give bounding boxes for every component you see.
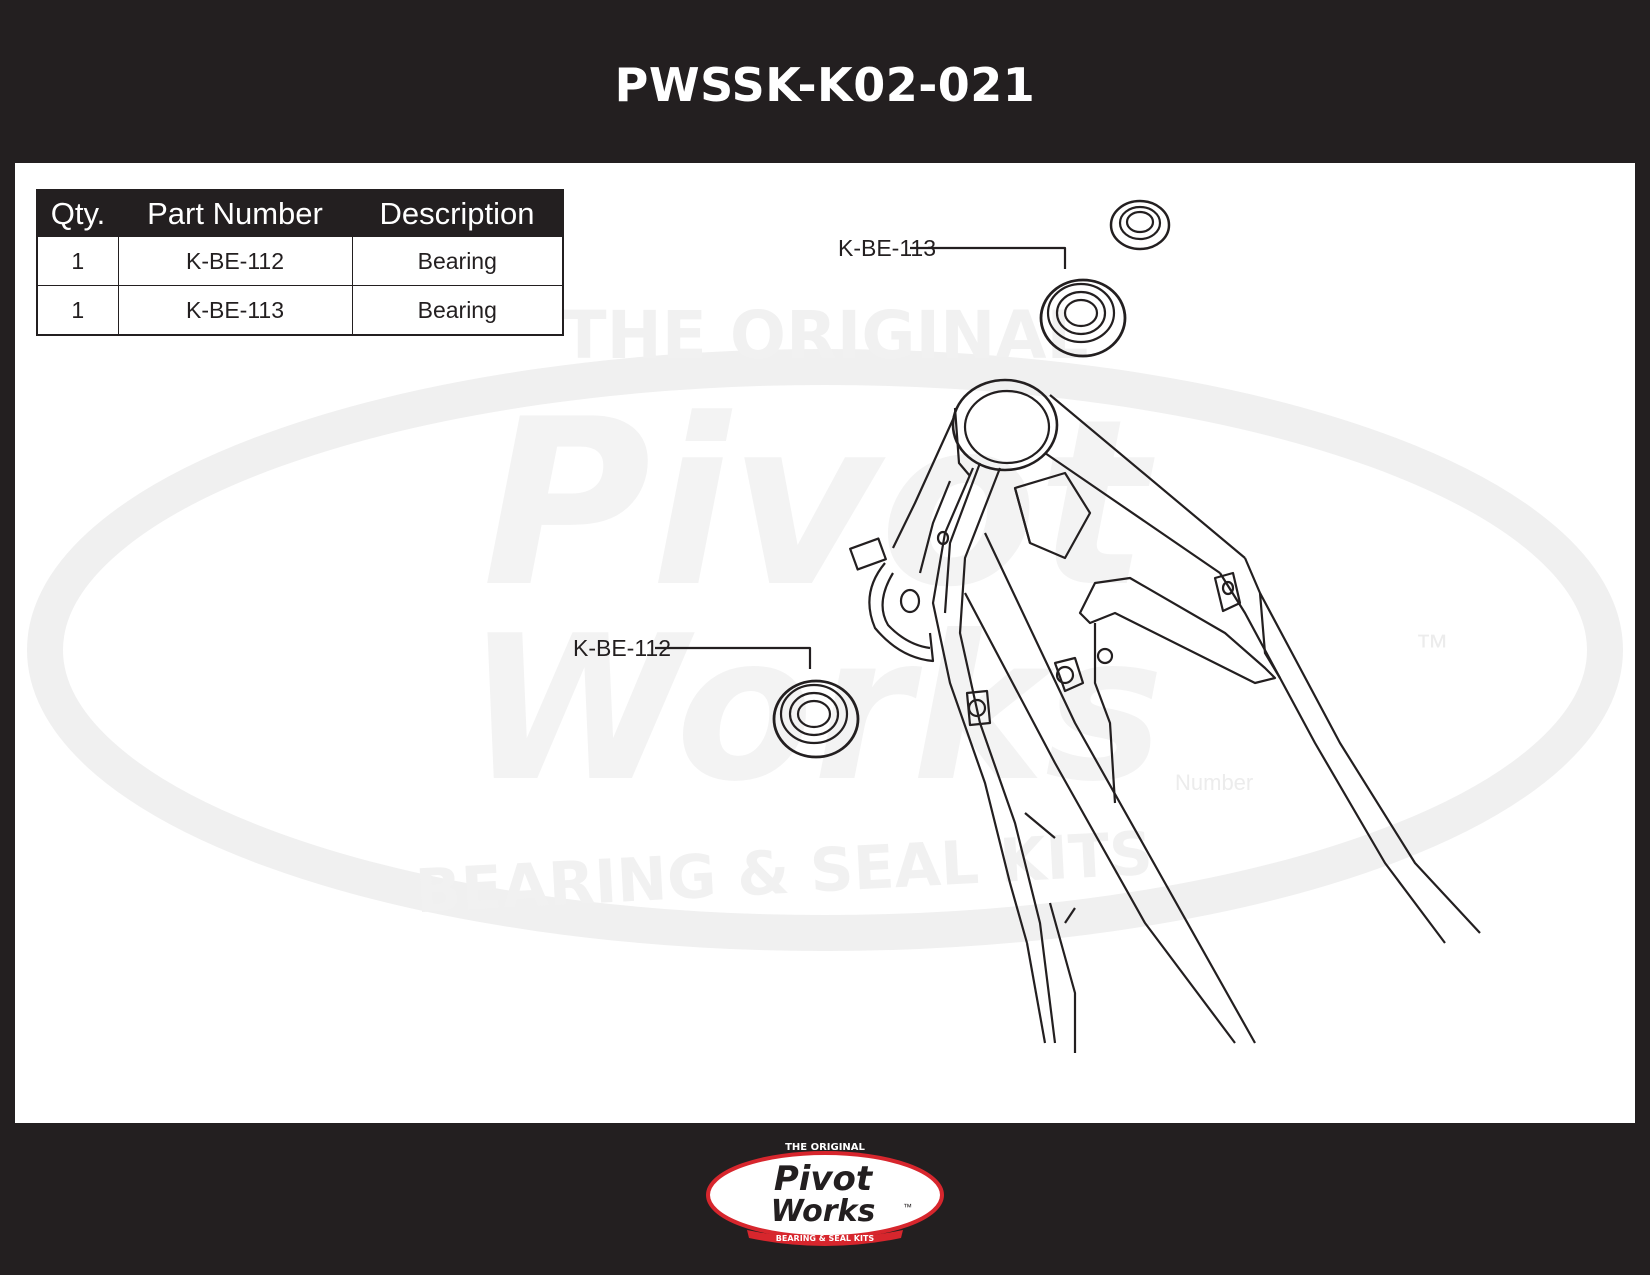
logo-line2: Works xyxy=(771,1194,876,1229)
callout-label-lower: K-BE-112 xyxy=(573,635,672,661)
column-header-qty: Qty. xyxy=(37,190,118,237)
watermark-logo: THE ORIGINAL Pivot Works ™ BEARING & SEA… xyxy=(27,297,1623,951)
swingarm-drawing xyxy=(655,199,1481,1053)
table-row: 1 K-BE-113 Bearing xyxy=(37,285,563,335)
page-title: PWSSK-K02-021 xyxy=(614,58,1036,112)
cell-qty: 1 xyxy=(37,285,118,335)
watermark-top-text: THE ORIGINAL xyxy=(562,297,1089,374)
parts-table: Qty. Part Number Description 1 K-BE-112 … xyxy=(36,189,564,336)
watermark-brand-line1: Pivot xyxy=(482,371,1155,638)
leader-line-k-be-113 xyxy=(910,246,1067,269)
bearing-k-be-113 xyxy=(1039,278,1127,358)
column-header-description: Description xyxy=(352,190,563,237)
watermark-trademark: ™ xyxy=(1415,628,1449,666)
cell-part-number: K-BE-113 xyxy=(117,285,352,335)
logo-top-text: THE ORIGINAL xyxy=(785,1142,865,1153)
watermark-brand-line2: Works xyxy=(466,593,1164,826)
table-row: 1 K-BE-112 Bearing xyxy=(37,236,563,286)
leader-line-k-be-112 xyxy=(655,646,812,669)
logo-tm: ™ xyxy=(903,1202,912,1212)
cell-description: Bearing xyxy=(351,285,563,335)
cell-part-number: K-BE-112 xyxy=(117,236,352,286)
column-header-part-number: Part Number xyxy=(118,190,352,237)
swingarm-frame xyxy=(849,378,1481,1053)
watermark-ghost-text: Number xyxy=(1175,770,1253,795)
diagram-panel: THE ORIGINAL Pivot Works ™ BEARING & SEA… xyxy=(15,163,1635,1123)
parts-table-header: Qty. Part Number Description xyxy=(37,190,563,237)
seal-small-top xyxy=(1109,199,1171,251)
logo-bottom-text: BEARING & SEAL KITS xyxy=(776,1234,875,1243)
pivot-works-logo: THE ORIGINAL Pivot Works ™ BEARING & SEA… xyxy=(706,1142,944,1246)
callout-label-upper: K-BE-113 xyxy=(838,235,937,261)
bearing-k-be-112 xyxy=(772,679,860,759)
logo-line1: Pivot xyxy=(774,1159,874,1199)
cell-qty: 1 xyxy=(37,236,118,286)
cell-description: Bearing xyxy=(351,236,563,286)
